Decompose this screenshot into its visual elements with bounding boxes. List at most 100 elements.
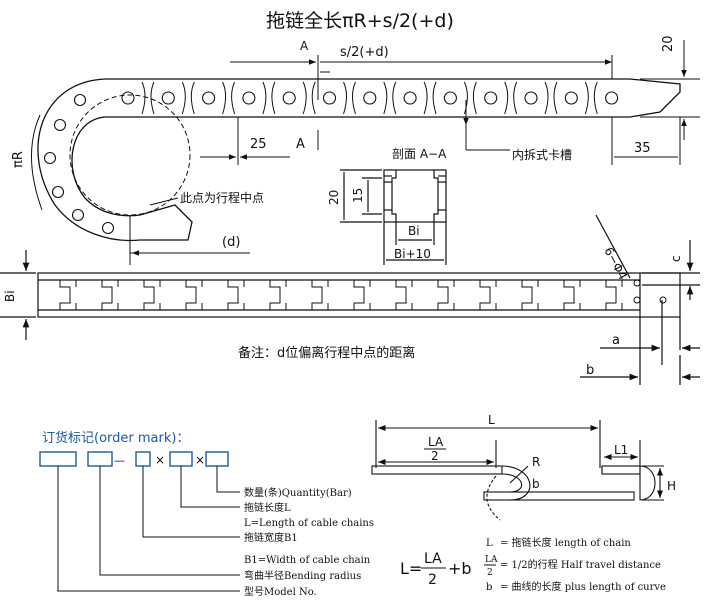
dim-a: a xyxy=(612,333,620,348)
install-LA: LA xyxy=(428,435,444,449)
order-sep-x2: × xyxy=(195,453,205,467)
order-item: 弯曲半径Bending radius xyxy=(244,569,361,582)
link-joint xyxy=(222,81,236,115)
dim-s2: s/2(+d) xyxy=(340,45,389,60)
install-H: H xyxy=(667,479,676,493)
order-item: 拖链宽度B1 xyxy=(244,531,298,544)
dim-35: 35 xyxy=(634,141,651,156)
link-pin xyxy=(282,91,296,105)
plan-link xyxy=(563,280,581,310)
formula-plus: +b xyxy=(448,559,472,578)
install-half: 2 xyxy=(431,449,439,463)
order-item: L=Length of cable chains xyxy=(244,518,374,529)
link-joint xyxy=(423,81,437,115)
formula-lhs: L= xyxy=(400,559,422,578)
top-dimensions xyxy=(31,40,700,265)
dim-bi-sec: Bi xyxy=(408,224,420,238)
link-pin xyxy=(322,91,337,105)
dim-bi10: Bi+10 xyxy=(394,247,431,261)
plan-link xyxy=(437,280,455,310)
order-sep-dash: — xyxy=(114,454,125,467)
link-joint xyxy=(383,81,397,115)
plan-link xyxy=(353,280,371,310)
plan-link xyxy=(395,280,413,310)
link-pin xyxy=(51,185,65,199)
order-items: 数量(条)Quantity(Bar) 拖链长度L L=Length of cab… xyxy=(244,486,374,598)
mount-hole xyxy=(659,296,667,304)
link-joint xyxy=(504,81,518,115)
def-symbol: b xyxy=(486,582,492,593)
order-title: 订货标记(order mark)： xyxy=(42,430,189,446)
dim-25: 25 xyxy=(250,137,267,152)
def-symbol: L xyxy=(486,538,493,549)
link-pin xyxy=(564,91,578,105)
link-pin xyxy=(43,151,57,165)
midpoint-label: 此点为行程中点 xyxy=(180,190,264,205)
plan-link xyxy=(227,280,245,310)
dim-b: b xyxy=(586,363,594,378)
order-item: 拖链长度L xyxy=(244,501,291,514)
plan-link xyxy=(59,280,77,310)
link-joint xyxy=(181,81,195,115)
link-joint xyxy=(463,81,477,115)
plan-link xyxy=(521,280,539,310)
link-pin xyxy=(363,91,377,105)
formula-den: 2 xyxy=(428,572,437,588)
order-item: 型号Model No. xyxy=(244,585,317,598)
def-text: = 1/2的行程 Half travel distance xyxy=(500,558,661,571)
link-joint xyxy=(262,81,276,115)
dim-bi-side: Bi xyxy=(3,290,17,302)
order-item: 数量(条)Quantity(Bar) xyxy=(244,486,352,499)
order-item: B1=Width of cable chain xyxy=(244,555,371,566)
link-pin xyxy=(161,91,175,105)
link-pin xyxy=(202,91,216,105)
formula-num: LA xyxy=(424,551,442,567)
link-joint xyxy=(302,81,316,115)
dim-a-bottom: A xyxy=(296,137,305,152)
def-text: = 拖链长度 length of chain xyxy=(500,536,631,549)
def-den: 2 xyxy=(487,568,493,578)
link-pin xyxy=(53,118,67,132)
link-pin xyxy=(242,91,256,105)
link-joint xyxy=(544,81,558,115)
inner-slot-label: 内拆式卡槽 xyxy=(512,147,572,162)
mount-hole xyxy=(633,296,641,304)
link-joint xyxy=(584,81,598,115)
order-sep-x1: × xyxy=(155,453,165,467)
dim-20-top: 20 xyxy=(661,35,676,52)
def-text: = 曲线的长度 plus length of curve xyxy=(500,580,666,593)
dim-pi-r: πR xyxy=(11,151,26,168)
dim-d: (d) xyxy=(222,235,240,250)
plan-link xyxy=(143,280,161,310)
dim-c: c xyxy=(669,255,683,262)
link-pin xyxy=(101,221,115,235)
link-joint xyxy=(343,81,356,115)
def-num: LA xyxy=(485,555,498,565)
plan-link xyxy=(101,280,119,310)
plan-link xyxy=(185,280,203,310)
plan-link xyxy=(479,280,497,310)
section-a-a xyxy=(340,169,447,265)
link-pin xyxy=(605,91,619,105)
note-text: 备注：d位偏离行程中点的距离 xyxy=(238,345,415,361)
formula: L= LA 2 +b L = 拖链长度 length of chain LA 2… xyxy=(400,536,666,593)
dim-hole: 6−Φ4 xyxy=(601,245,630,282)
plan-link xyxy=(269,280,287,310)
install-b: b xyxy=(532,477,540,491)
section-label: 剖面 A−A xyxy=(392,147,447,161)
install-L1: L1 xyxy=(614,443,628,457)
chain-plan-view xyxy=(0,214,700,385)
link-pin xyxy=(443,91,457,105)
install-sketch xyxy=(371,420,664,521)
link-pin xyxy=(524,91,538,105)
mount-hole xyxy=(633,279,641,287)
chain-links xyxy=(43,81,619,235)
dim-20-sec: 20 xyxy=(327,190,341,205)
dim-15: 15 xyxy=(351,188,365,203)
install-L: L xyxy=(488,413,495,427)
link-pin xyxy=(121,91,135,105)
link-pin xyxy=(71,208,85,222)
plan-links xyxy=(59,280,623,310)
link-pin xyxy=(484,91,498,105)
